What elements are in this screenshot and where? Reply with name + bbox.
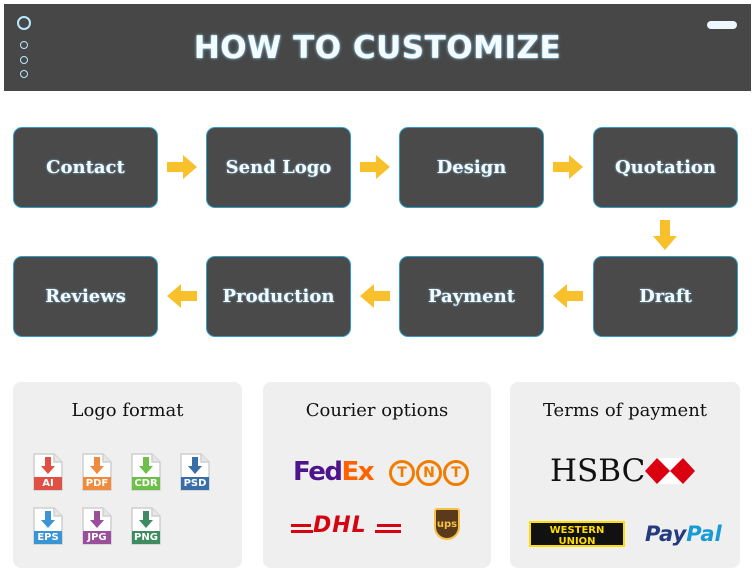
arrow-left-icon	[553, 284, 583, 308]
arrow-right-icon	[360, 155, 390, 179]
tnt-letter: T	[389, 460, 415, 486]
file-download-icon: PSD	[179, 452, 211, 492]
tnt-letter: T	[443, 460, 469, 486]
step-send-logo: Send Logo	[206, 127, 351, 208]
file-format-label: EPS	[37, 532, 59, 543]
logo-format-card: Logo format AI PDF CDR PSD EPS JPG PNG	[13, 382, 242, 568]
file-format-label: PSD	[183, 478, 207, 489]
arrow-down-icon	[653, 220, 677, 250]
circle-icon	[20, 41, 28, 49]
file-download-icon: PDF	[81, 452, 113, 492]
courier-options-title: Courier options	[305, 400, 449, 421]
circle-icon	[20, 70, 28, 78]
dhl-logo: DHL	[291, 513, 401, 545]
file-format-label: PDF	[85, 478, 109, 489]
paypal-logo: PayPal	[645, 522, 722, 546]
step-quotation: Quotation	[593, 127, 738, 208]
page-title: HOW TO CUSTOMIZE	[193, 30, 562, 66]
file-download-icon: EPS	[32, 506, 64, 546]
step-production: Production	[206, 256, 351, 337]
fedex-fe-text: Fed	[293, 457, 343, 487]
western-union-line1: WESTERN	[549, 525, 605, 536]
arrow-right-icon	[167, 155, 197, 179]
step-design: Design	[399, 127, 544, 208]
header-banner: HOW TO CUSTOMIZE	[4, 4, 751, 91]
tnt-letter: N	[416, 460, 442, 486]
fedex-ex-text: Ex	[341, 457, 374, 487]
western-union-line2: UNION	[558, 536, 596, 547]
pill-decoration	[707, 21, 737, 29]
file-format-label: AI	[42, 478, 54, 489]
western-union-logo: WESTERN UNION	[529, 521, 625, 547]
circle-icon	[20, 56, 28, 64]
dhl-text: DHL	[313, 513, 367, 538]
file-download-icon: CDR	[130, 452, 162, 492]
paypal-pal-text: Pal	[686, 522, 722, 546]
file-download-icon: AI	[32, 452, 64, 492]
file-download-icon: JPG	[81, 506, 113, 546]
fedex-logo: FedEx	[293, 457, 374, 487]
hsbc-hexagon-icon	[645, 458, 695, 488]
step-reviews: Reviews	[13, 256, 158, 337]
courier-options-card: Courier options FedEx T N T DHL ups	[263, 382, 491, 568]
step-contact: Contact	[13, 127, 158, 208]
tnt-logo: T N T	[389, 460, 469, 486]
arrow-left-icon	[360, 284, 390, 308]
file-download-icon: PNG	[130, 506, 162, 546]
arrow-right-icon	[553, 155, 583, 179]
step-draft: Draft	[593, 256, 738, 337]
payment-terms-title: Terms of payment	[542, 400, 708, 421]
paypal-pay-text: Pay	[645, 522, 687, 546]
file-format-label: CDR	[134, 478, 158, 489]
logo-format-title: Logo format	[71, 400, 184, 421]
ups-logo: ups	[434, 508, 460, 540]
arrow-left-icon	[167, 284, 197, 308]
file-format-label: JPG	[87, 532, 107, 543]
payment-terms-card: Terms of payment HSBC WESTERN UNION PayP…	[510, 382, 740, 568]
dhl-stripes	[291, 524, 401, 533]
circle-icon	[17, 16, 31, 30]
file-format-label: PNG	[134, 532, 158, 543]
step-payment: Payment	[399, 256, 544, 337]
hsbc-logo-text: HSBC	[550, 453, 646, 489]
